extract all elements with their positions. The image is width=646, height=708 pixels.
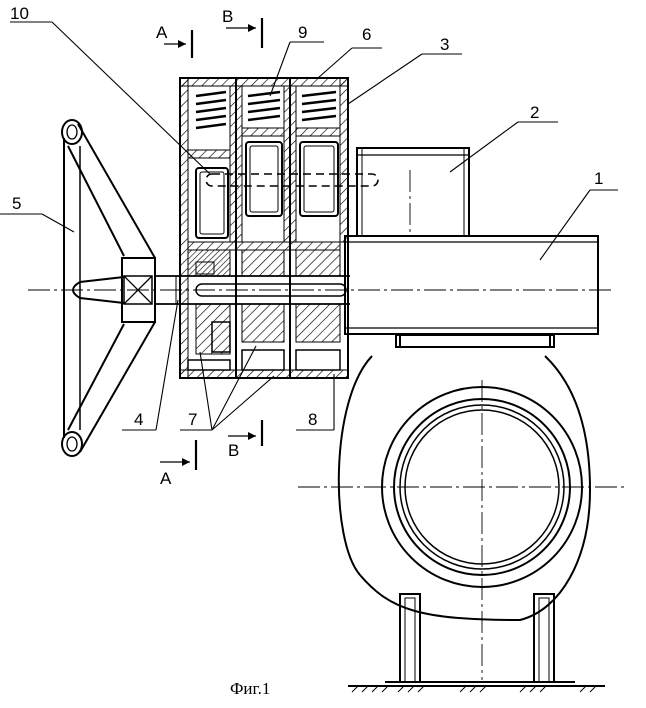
valve-support-legs bbox=[348, 594, 605, 692]
callout-3: 3 bbox=[440, 35, 449, 54]
callout-10: 10 bbox=[10, 4, 29, 23]
valve-body bbox=[339, 335, 590, 620]
callout-5: 5 bbox=[12, 194, 21, 213]
callout-9: 9 bbox=[298, 23, 307, 42]
callout-8: 8 bbox=[308, 410, 317, 429]
callout-7: 7 bbox=[188, 410, 197, 429]
gearbox-housing bbox=[345, 148, 598, 334]
clutch-assembly bbox=[180, 78, 378, 378]
section-label-b-bottom: B bbox=[228, 441, 239, 460]
callout-labels: 10 9 6 3 2 1 5 4 7 8 A B A B Фиг.1 bbox=[10, 4, 603, 698]
section-label-a-bottom: A bbox=[160, 469, 172, 488]
callout-4: 4 bbox=[134, 410, 143, 429]
callout-1: 1 bbox=[594, 169, 603, 188]
callout-6: 6 bbox=[362, 25, 371, 44]
section-label-b-top: B bbox=[222, 7, 233, 26]
handwheel bbox=[62, 120, 155, 456]
section-label-a-top: A bbox=[156, 23, 168, 42]
callout-2: 2 bbox=[530, 103, 539, 122]
figure-caption: Фиг.1 bbox=[230, 679, 270, 698]
